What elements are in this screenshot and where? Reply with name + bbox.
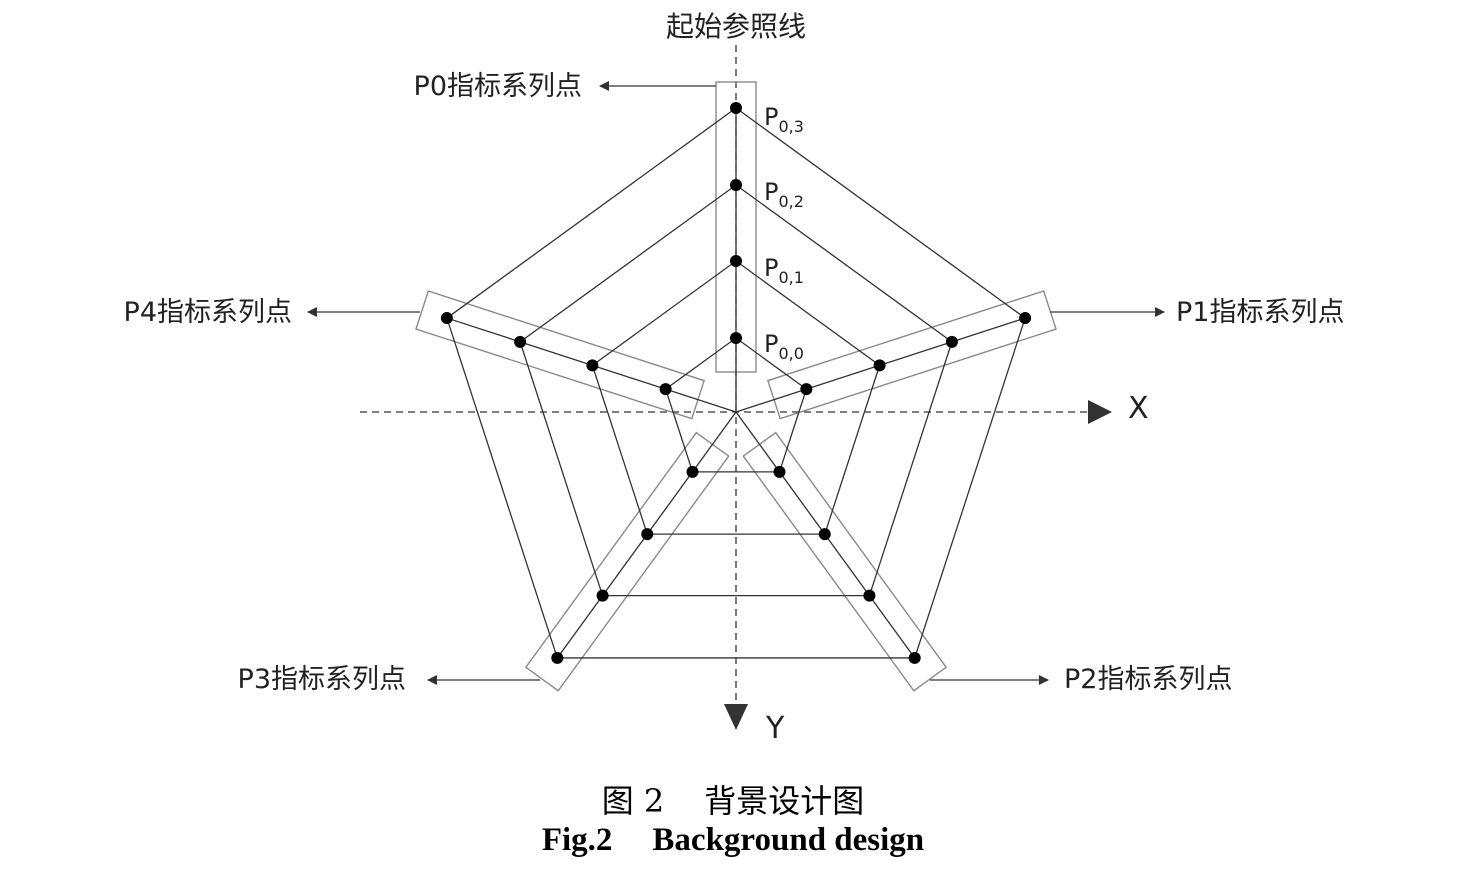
pentagon-level-2 bbox=[519, 184, 953, 597]
point-p3-2 bbox=[596, 589, 609, 602]
point-p1-1 bbox=[873, 359, 886, 372]
point-label-p01: P0,1 bbox=[764, 254, 804, 287]
point-p1-2 bbox=[945, 335, 958, 348]
point-p1-0 bbox=[800, 383, 813, 396]
series-label-p2: P2指标系列点 bbox=[1064, 664, 1232, 695]
caption-en-figure-number: Fig.2 bbox=[541, 822, 613, 858]
point-p4-3 bbox=[440, 312, 453, 325]
point-p0-0 bbox=[730, 332, 742, 344]
label-connectors bbox=[307, 81, 1165, 685]
series-label-p4: P4指标系列点 bbox=[124, 297, 292, 328]
series-label-p3: P3指标系列点 bbox=[238, 664, 406, 695]
point-p4-0 bbox=[659, 383, 672, 396]
point-p2-3 bbox=[908, 651, 921, 664]
pentagon-level-1 bbox=[591, 260, 881, 535]
caption-chinese: 图 2 背景设计图 bbox=[0, 776, 1466, 822]
point-p0-2 bbox=[730, 179, 742, 191]
point-p1-3 bbox=[1019, 312, 1032, 325]
x-axis-label: X bbox=[1128, 391, 1149, 426]
caption-cn-figure-number: 图 2 bbox=[601, 782, 665, 820]
caption-cn-text: 背景设计图 bbox=[704, 782, 865, 820]
caption-en-text: Background design bbox=[652, 822, 925, 858]
point-p4-2 bbox=[514, 335, 527, 348]
point-p0-3 bbox=[730, 102, 742, 114]
pentagon-level-3 bbox=[446, 107, 1026, 659]
indicator-points bbox=[440, 102, 1032, 664]
x-axis-arrowhead bbox=[1088, 400, 1112, 424]
caption-english: Fig.2 Background design bbox=[0, 822, 1466, 859]
point-p4-1 bbox=[586, 359, 599, 372]
point-p0-1 bbox=[730, 255, 742, 267]
y-axis-label: Y bbox=[765, 711, 785, 746]
point-label-p00: P0,0 bbox=[764, 330, 804, 363]
level-pentagons bbox=[446, 107, 1026, 659]
point-p2-1 bbox=[818, 528, 831, 541]
point-p3-1 bbox=[641, 528, 654, 541]
reference-line-title: 起始参照线 bbox=[666, 10, 806, 43]
point-label-p03: P0,3 bbox=[764, 103, 804, 136]
pentagon-level-0 bbox=[664, 337, 808, 473]
y-axis-arrowhead bbox=[724, 704, 748, 730]
point-p3-0 bbox=[686, 465, 699, 478]
point-p2-2 bbox=[863, 589, 876, 602]
point-label-p02: P0,2 bbox=[764, 178, 804, 211]
series-label-p0: P0指标系列点 bbox=[414, 71, 582, 102]
point-p2-0 bbox=[773, 465, 786, 478]
point-p3-3 bbox=[551, 651, 564, 664]
series-label-p1: P1指标系列点 bbox=[1176, 297, 1344, 328]
